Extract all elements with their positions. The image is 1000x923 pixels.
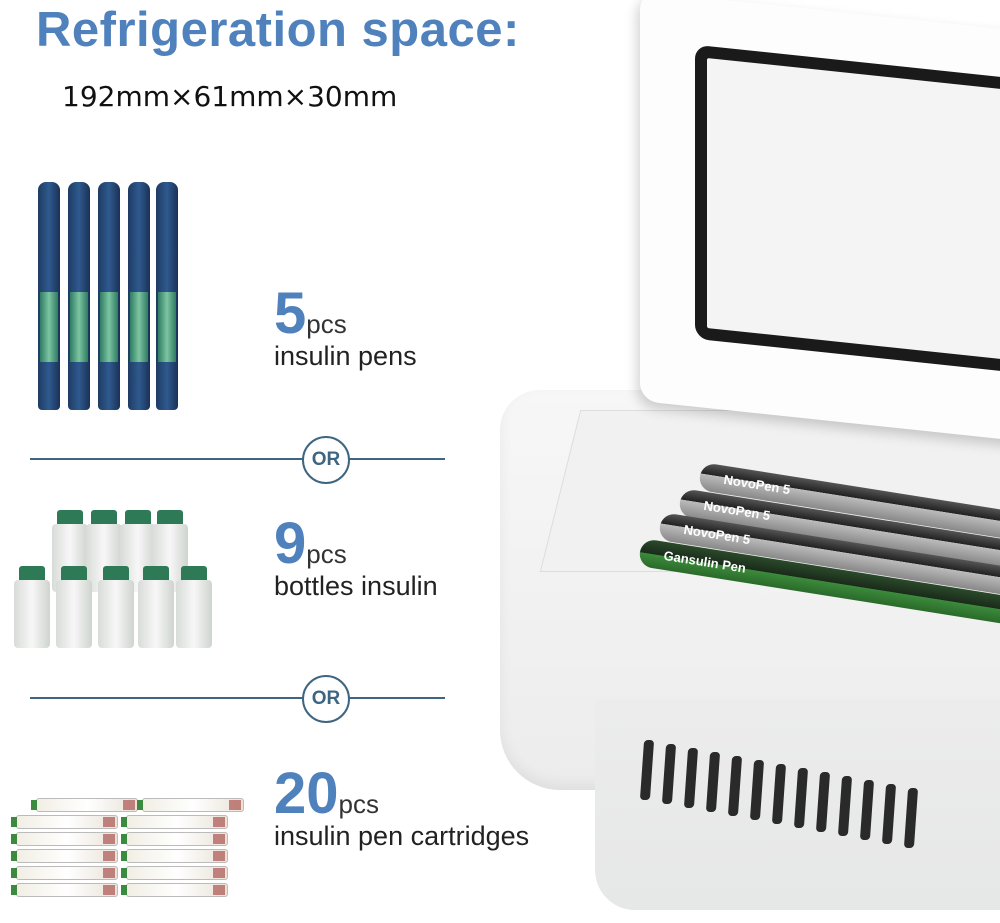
- capacity-pens: 5pcs insulin pens: [274, 280, 417, 372]
- heading: Refrigeration space:: [36, 3, 520, 57]
- description: bottles insulin: [274, 571, 438, 601]
- count: 9: [274, 511, 307, 576]
- dimensions-text: 192mm×61mm×30mm: [62, 80, 398, 113]
- description: insulin pens: [274, 341, 417, 371]
- divider: [30, 458, 445, 460]
- unit: pcs: [338, 789, 379, 819]
- unit: pcs: [306, 539, 347, 569]
- description: insulin pen cartridges: [274, 821, 530, 851]
- lid-window: [695, 44, 1000, 380]
- capacity-cartridges: 20pcs insulin pen cartridges: [274, 760, 529, 852]
- capacity-bottles: 9pcs bottles insulin: [274, 510, 438, 602]
- count: 5: [274, 281, 307, 346]
- or-badge: OR: [302, 436, 350, 484]
- divider: [30, 697, 445, 699]
- count: 20: [274, 761, 339, 826]
- fridge-lid: [640, 0, 1000, 444]
- or-badge: OR: [302, 675, 350, 723]
- unit: pcs: [306, 309, 347, 339]
